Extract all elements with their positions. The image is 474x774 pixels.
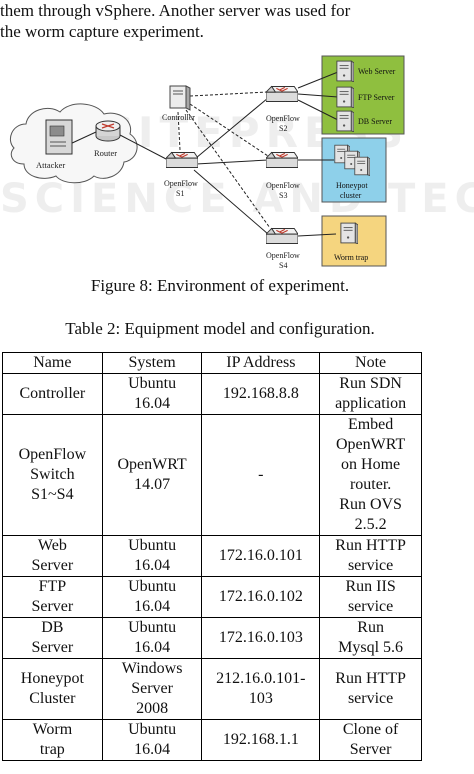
- cell-name: Controller: [2, 373, 103, 415]
- switch-s3-sublabel: S3: [279, 191, 287, 200]
- header-system: System: [101, 352, 203, 374]
- switch-s1-sublabel: S1: [176, 189, 184, 198]
- paragraph-line: them through vSphere. Another server was…: [0, 1, 351, 20]
- cell-ip: 212.16.0.101-103: [201, 658, 321, 720]
- db-server-label: DB Server: [358, 117, 392, 126]
- db-server-icon: [336, 110, 354, 132]
- controller-label: Controller: [162, 113, 195, 122]
- equipment-table: Name System IP Address Note Controller U…: [2, 352, 422, 761]
- attacker-icon: [45, 119, 73, 155]
- cell-ip: 172.16.0.101: [201, 535, 321, 577]
- figure-caption: Figure 8: Environment of experiment.: [90, 276, 350, 295]
- worm-trap-label: Worm trap: [334, 253, 368, 262]
- switch-s1-icon: [166, 151, 198, 169]
- ftp-server-label: FTP Server: [358, 93, 395, 102]
- table-header-row: Name System IP Address Note: [2, 352, 422, 374]
- header-note: Note: [319, 352, 422, 374]
- honeypot-sublabel: cluster: [340, 191, 362, 200]
- switch-s3-icon: [266, 151, 298, 169]
- header-ip-address: IP Address: [201, 352, 321, 374]
- switch-s2-sublabel: S2: [279, 124, 287, 133]
- table-caption: Table 2: Equipment model and configurati…: [65, 319, 375, 338]
- web-server-label: Web Server: [358, 67, 396, 76]
- switch-s3-label: OpenFlow: [266, 181, 300, 190]
- router-icon: [95, 120, 121, 142]
- honeypot-label: Honeypot: [336, 181, 368, 190]
- worm-trap-icon: [340, 222, 358, 244]
- switch-s4-icon: [266, 227, 298, 245]
- controller-icon: [169, 85, 191, 111]
- cell-ip: 172.16.0.102: [201, 576, 321, 618]
- cell-ip: -: [201, 414, 321, 536]
- ftp-server-icon: [336, 86, 354, 108]
- control-links: [177, 91, 271, 229]
- cell-ip: 172.16.0.103: [201, 617, 321, 659]
- network-diagram: Attacker Router Controller OpenFlow S1 O…: [0, 54, 474, 274]
- honeypot-group-box: [321, 137, 387, 203]
- switch-s4-label: OpenFlow: [266, 251, 300, 260]
- switch-s4-sublabel: S4: [279, 261, 287, 270]
- network-links: [69, 71, 339, 237]
- honeypot-server-icon: [354, 156, 370, 176]
- web-server-icon: [336, 60, 354, 82]
- body-paragraph: them through vSphere. Another server was…: [0, 0, 440, 42]
- header-name: Name: [2, 352, 103, 374]
- watermark-subtitle: SCIENCE AND TECHNOLOGY: [0, 176, 474, 222]
- cell-ip: 192.168.8.8: [201, 373, 321, 415]
- switch-s1-label: OpenFlow: [164, 179, 198, 188]
- server-group-box: [321, 55, 405, 135]
- attacker-cloud: [10, 103, 138, 184]
- attacker-label: Attacker: [36, 160, 65, 170]
- cell-ip: 192.168.1.1: [201, 719, 321, 761]
- router-label: Router: [94, 148, 117, 158]
- switch-s2-label: OpenFlow: [266, 114, 300, 123]
- switch-s2-icon: [266, 85, 298, 103]
- paragraph-line: the worm capture experiment.: [0, 22, 204, 41]
